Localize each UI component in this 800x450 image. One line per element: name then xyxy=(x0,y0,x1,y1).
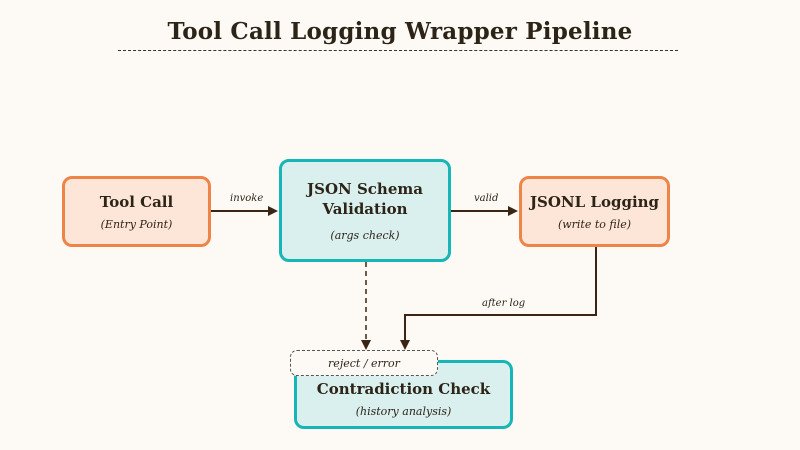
node-contradiction-title: Contradiction Check xyxy=(316,380,491,398)
node-logging-sub: (write to file) xyxy=(557,218,632,231)
title-underline xyxy=(118,50,678,51)
edge-label-after-log: after log xyxy=(482,298,526,309)
node-jsonl-logging: JSONL Logging (write to file) xyxy=(519,176,670,247)
edge-label-invoke: invoke xyxy=(230,193,264,204)
edge-label-reject-error: reject / error xyxy=(290,350,438,376)
node-contradiction-sub: (history analysis) xyxy=(355,405,452,418)
edge-label-valid: valid xyxy=(474,193,499,204)
node-json-schema-validation: JSON Schema Validation (args check) xyxy=(279,159,451,262)
node-tool-call-sub: (Entry Point) xyxy=(100,218,173,231)
edge-after-log xyxy=(400,247,597,350)
node-tool-call: Tool Call (Entry Point) xyxy=(62,176,211,247)
node-schema-title-line2: Validation xyxy=(322,200,408,218)
diagram-title: Tool Call Logging Wrapper Pipeline xyxy=(167,18,633,45)
node-schema-sub: (args check) xyxy=(330,229,400,242)
node-schema-title-line1: JSON Schema xyxy=(307,180,423,198)
node-tool-call-title: Tool Call xyxy=(99,193,174,211)
node-logging-title: JSONL Logging xyxy=(529,193,660,211)
